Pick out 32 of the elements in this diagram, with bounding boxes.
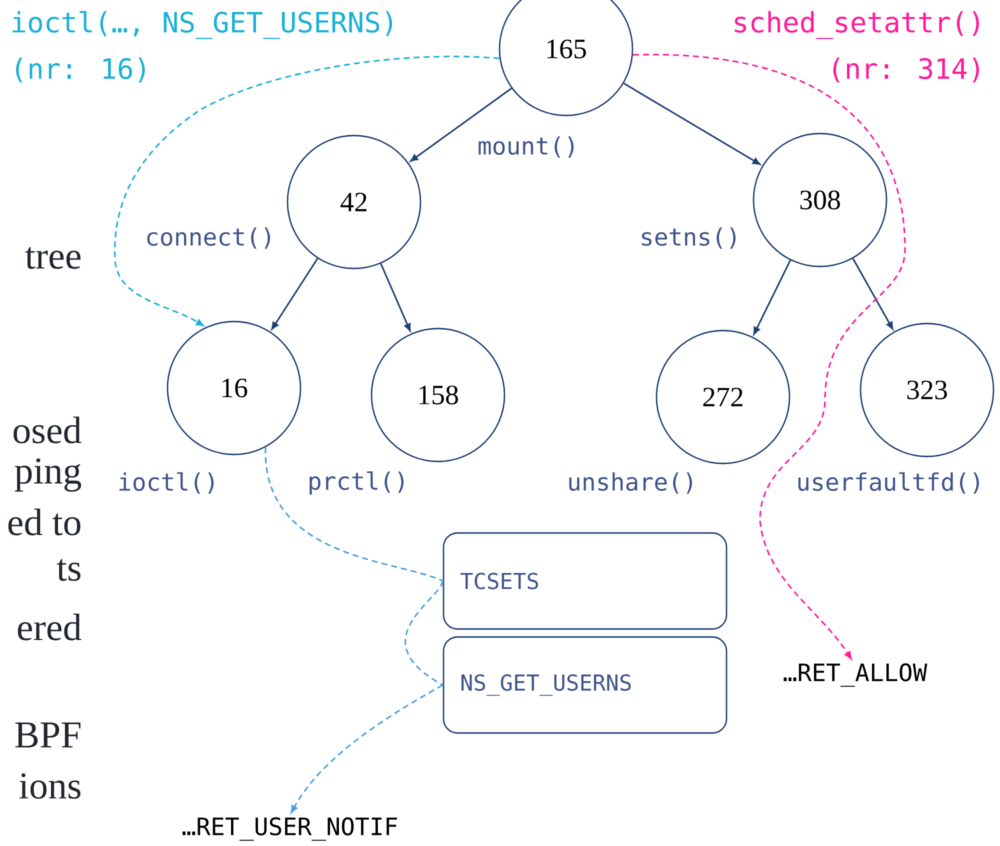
- arrow: [410, 88, 512, 162]
- text-fragment: ered: [18, 614, 82, 640]
- function-label: userfaultfd(): [798, 472, 979, 494]
- text-fragment: osed: [14, 416, 82, 444]
- syscall-heading: sched_setattr(): [734, 11, 979, 39]
- arrow: [632, 54, 906, 660]
- result-text: …RET_USER_NOTIF: [182, 817, 397, 841]
- syscall-heading: (nr: 16): [16, 58, 145, 82]
- arrow: [753, 260, 792, 335]
- function-label: setns(): [642, 227, 736, 249]
- text-fragment: ping: [14, 458, 82, 492]
- syscall-heading: (nr: 314): [833, 58, 979, 82]
- arrow: [380, 263, 411, 332]
- text-fragment: ions: [19, 773, 80, 799]
- text-fragment: ed to: [8, 508, 80, 536]
- function-label: connect(): [147, 227, 270, 249]
- arrow: [623, 82, 760, 165]
- value-box: NS_GET_USERNS: [442, 636, 728, 734]
- syscall-heading: ioctl(…, NS_GET_USERNS): [12, 10, 392, 40]
- function-label: ioctl(): [120, 472, 214, 494]
- value-box: TCSETS: [442, 532, 728, 630]
- text-fragment: BPF: [15, 722, 80, 748]
- text-fragment: tree: [25, 247, 80, 269]
- text-fragment: ts: [56, 559, 80, 581]
- function-label: prctl(): [310, 471, 404, 495]
- result-text: …RET_ALLOW: [784, 663, 928, 687]
- arrow: [114, 56, 500, 326]
- function-label: unshare(): [569, 472, 692, 494]
- arrow: [290, 684, 444, 814]
- arrow: [271, 258, 318, 330]
- function-label: mount(): [478, 136, 574, 158]
- arrow: [852, 258, 894, 330]
